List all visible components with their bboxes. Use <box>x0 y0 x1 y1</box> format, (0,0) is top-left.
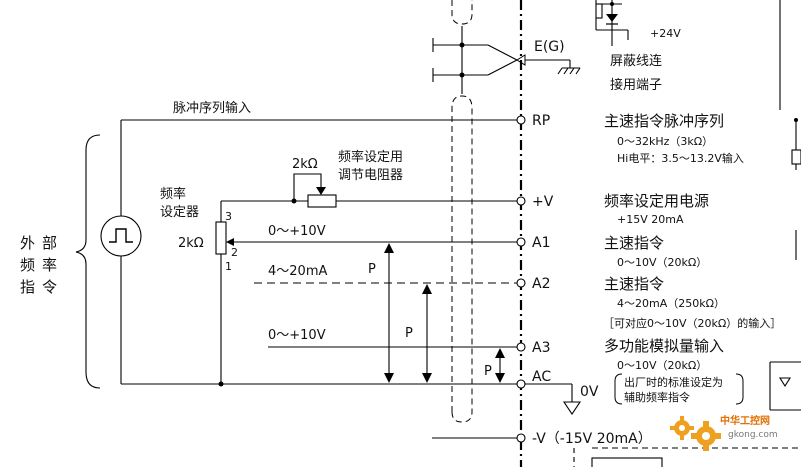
a3-note-bracket <box>614 373 623 405</box>
terminal-rp-label: RP <box>532 113 550 129</box>
terminal-a1-label: A1 <box>532 235 550 251</box>
adj-resistor-value: 2kΩ <box>292 157 318 172</box>
supply-24v-label: +24V <box>650 27 681 40</box>
a3-desc-note-line2: 辅助频率指令 <box>624 390 690 404</box>
p-label-3: P <box>484 364 492 379</box>
a3-desc-range: 0～10V（20kΩ） <box>617 359 707 372</box>
a2-wire-range: 4～20mA <box>268 264 327 279</box>
pot-pin-1: 1 <box>225 260 232 273</box>
a1-desc-title: 主速指令 <box>604 234 664 252</box>
p-arrows <box>384 243 505 383</box>
a3-wire-range: 0～+10V <box>268 328 326 343</box>
pv-desc-title: 频率设定用电源 <box>604 192 709 210</box>
pot-value-label: 2kΩ <box>178 236 204 251</box>
a3-desc-note-line1: 出厂时的标准设定为 <box>624 375 723 389</box>
pot-pin-3: 3 <box>225 210 232 223</box>
zero-v-ground <box>525 383 582 415</box>
rp-desc-range: 0～32kHz（3kΩ） <box>617 135 713 148</box>
pulse-source <box>100 120 142 384</box>
watermark-name: 中华工控网 <box>720 414 770 427</box>
ext-cmd-char-3: 频 <box>20 256 35 274</box>
a2-desc-title: 主速指令 <box>604 275 664 293</box>
a1-desc-range: 0～10V（20kΩ） <box>617 256 707 269</box>
p-label-2: P <box>405 326 413 341</box>
eg-terminal <box>516 54 526 66</box>
gear-icon <box>670 416 721 451</box>
terminal-eg-label: E(G) <box>534 39 565 55</box>
freq-setter-line1: 频率 <box>160 186 186 202</box>
a2-desc-range: 4～20mA（250kΩ） <box>617 297 725 310</box>
ext-cmd-char-6: 令 <box>42 278 57 296</box>
shield-label-line1: 屏蔽线连 <box>610 53 662 69</box>
freq-setter-line2: 设定器 <box>160 205 199 220</box>
a3-desc-title: 多功能模拟量输入 <box>604 337 724 355</box>
rp-desc-title: 主速指令脉冲序列 <box>604 112 724 130</box>
a1-wire-range: 0～+10V <box>268 224 326 239</box>
shield-cable <box>451 0 473 423</box>
p-label-1: P <box>368 262 376 277</box>
watermark-url: gkong.com <box>728 430 778 440</box>
watermark: 中华工控网 gkong.com <box>670 414 778 451</box>
ground-connections <box>432 26 581 94</box>
ext-cmd-char-2: 部 <box>42 234 57 252</box>
external-brace <box>75 134 101 389</box>
zero-v-label: 0V <box>580 384 599 400</box>
terminal-a3-label: A3 <box>532 340 550 356</box>
terminal-a2-label: A2 <box>532 276 550 292</box>
rp-desc-hi: Hi电平：3.5～13.2V输入 <box>617 151 744 165</box>
supply-24v-circuit <box>595 0 629 46</box>
pv-desc-value: +15V 20mA <box>617 213 684 226</box>
adj-resistor-line2: 调节电阻器 <box>338 168 403 183</box>
terminal-pv-label: +V <box>532 194 554 210</box>
ext-cmd-char-4: 率 <box>42 256 57 274</box>
frequency-setter-pot <box>215 201 517 384</box>
adj-resistor-line1: 频率设定用 <box>338 149 403 165</box>
pot-pin-2: 2 <box>231 246 238 259</box>
ext-cmd-char-1: 外 <box>20 234 35 252</box>
ext-cmd-char-5: 指 <box>20 278 35 296</box>
pulse-input-label: 脉冲序列输入 <box>173 100 251 116</box>
terminal-ac-label: AC <box>532 369 551 385</box>
a2-desc-note: ［可对应0～10V（20kΩ）的输入］ <box>603 316 781 330</box>
terminal-circles <box>516 115 526 443</box>
terminal-mv-label: -V（-15V 20mA） <box>532 431 652 447</box>
shield-label-line2: 接用端子 <box>610 77 662 93</box>
